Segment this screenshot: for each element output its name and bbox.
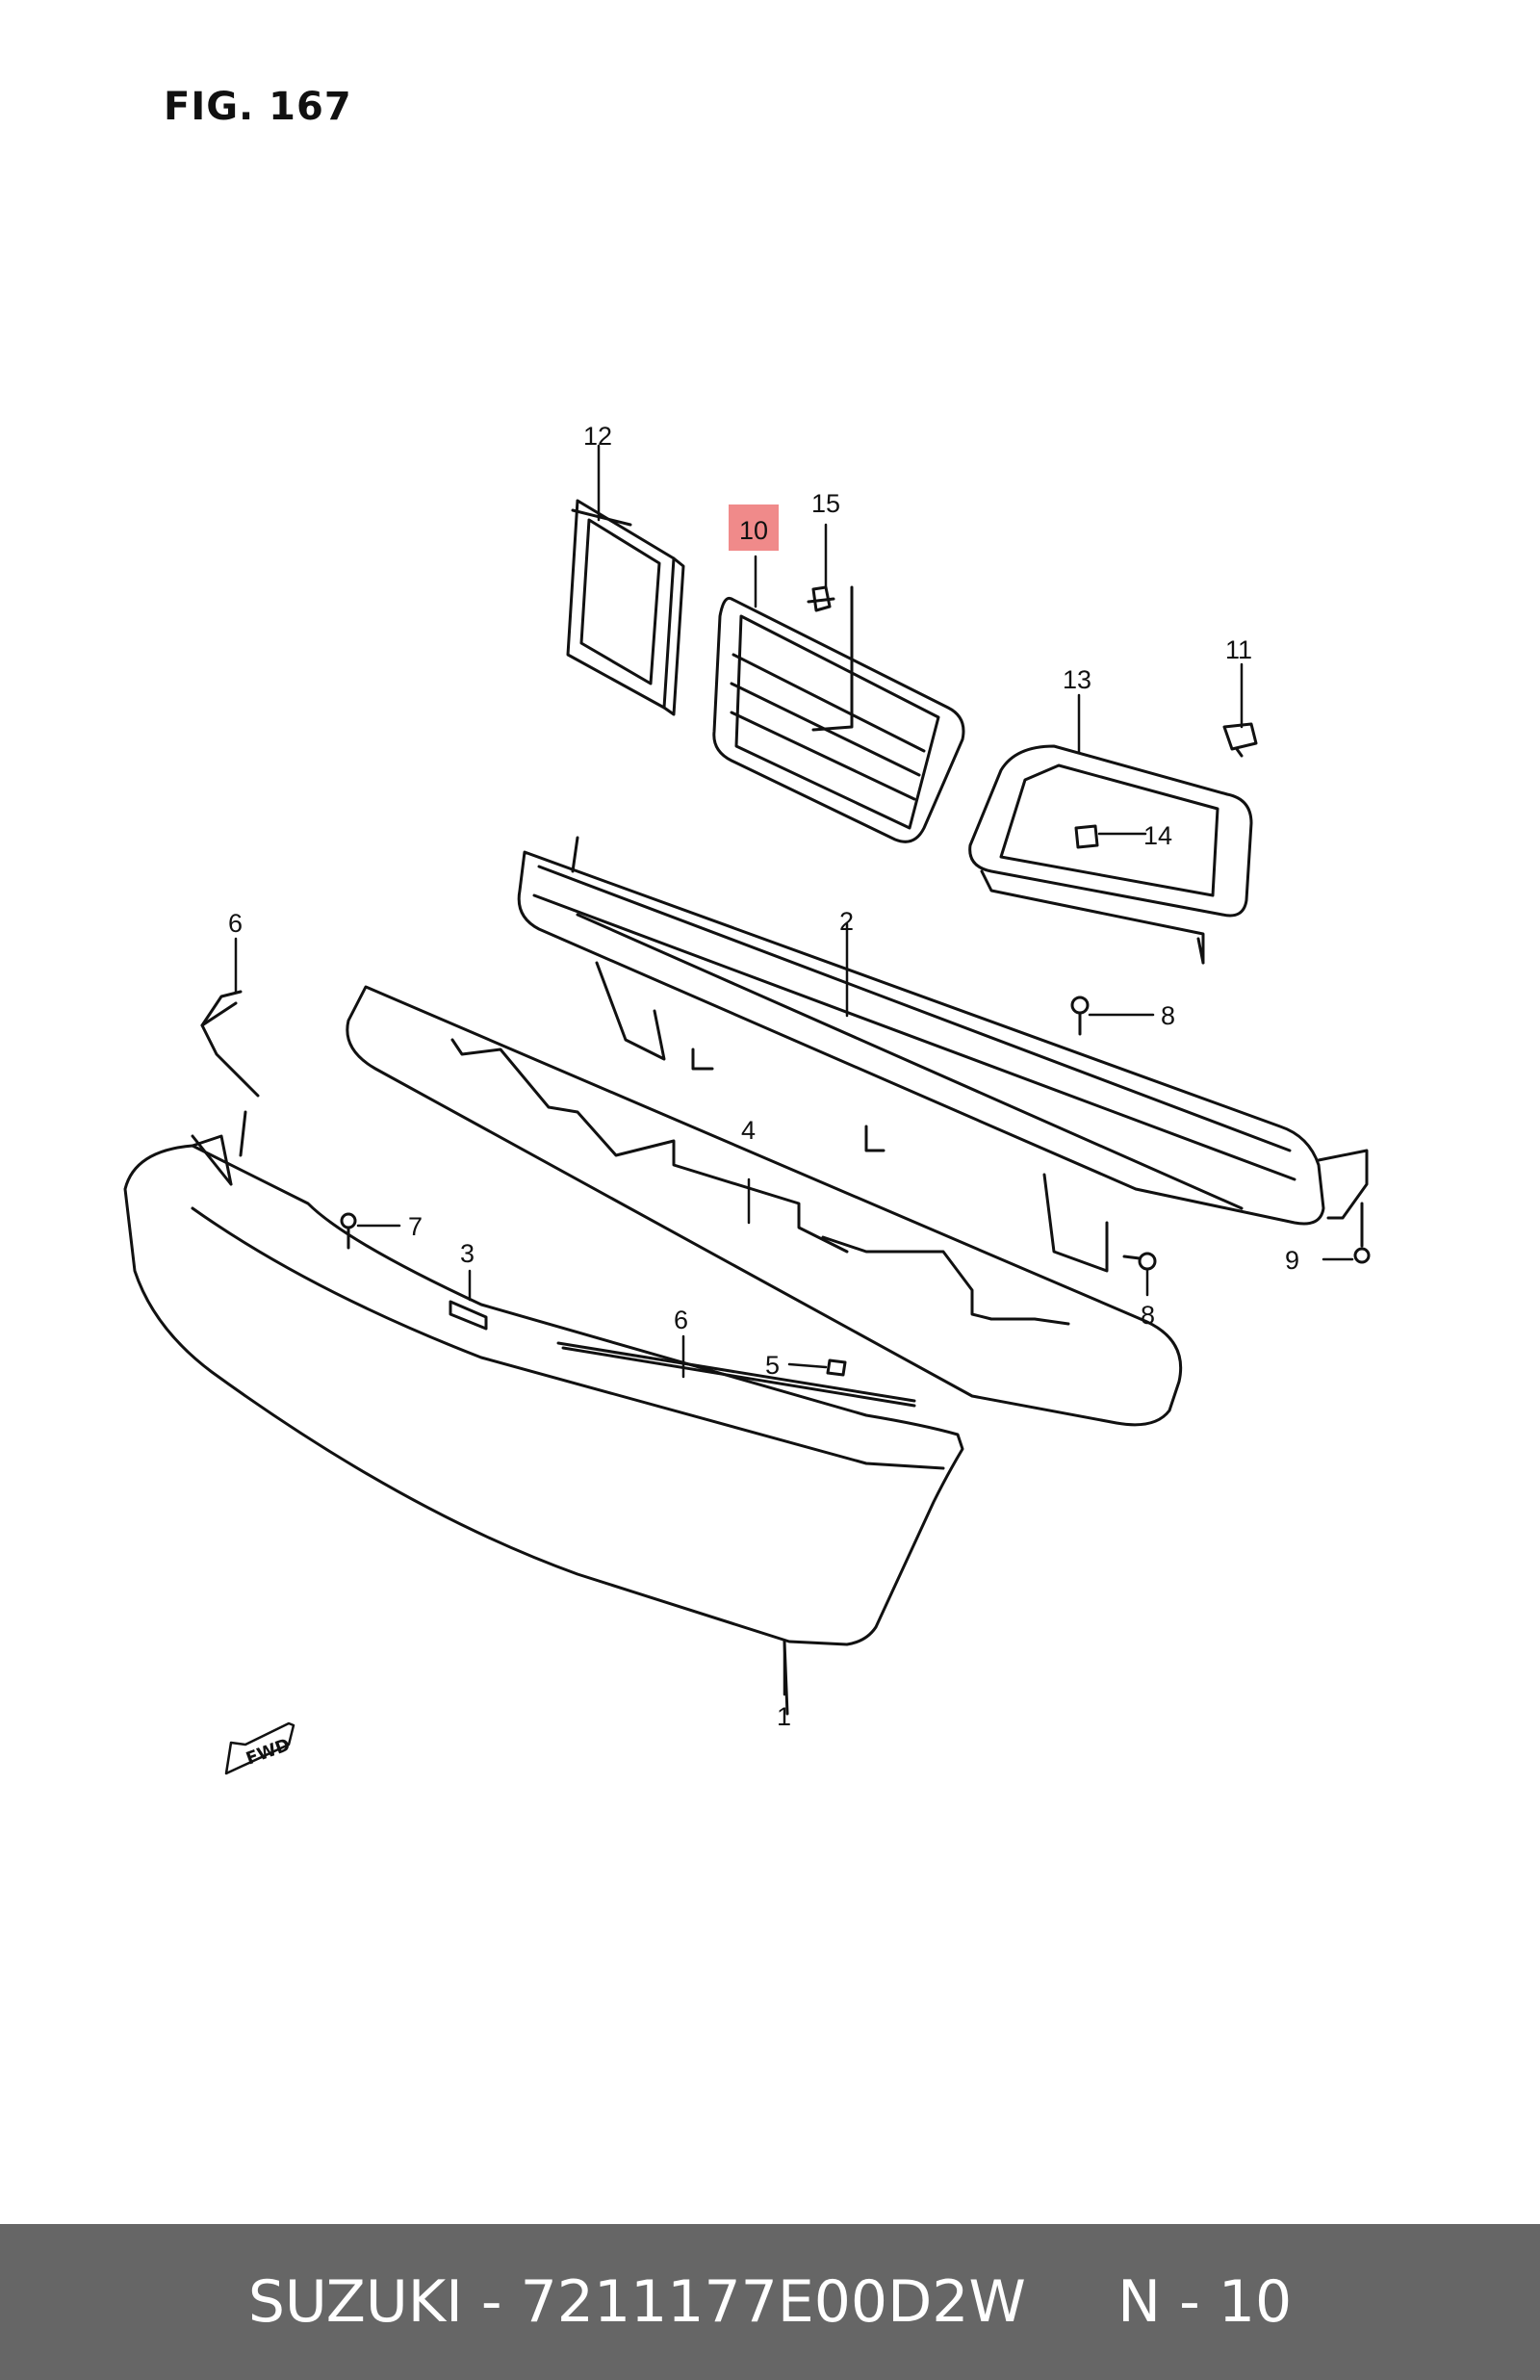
callout-3: 3: [460, 1239, 475, 1268]
figure-title: FIG. 167: [164, 85, 352, 129]
part-5-nut: [826, 1358, 847, 1377]
leader-lines: [234, 444, 1354, 1696]
part-7-screw: [340, 1212, 357, 1250]
callout-8-upper: 8: [1161, 1001, 1175, 1030]
callout-6-lower: 6: [674, 1306, 688, 1334]
callout-10: 10: [739, 516, 768, 545]
part-15-clip: [807, 585, 835, 612]
part-13-headlamp-bezel-right: [968, 744, 1253, 965]
part-10-front-grille: [712, 585, 965, 843]
part-9-screw: [1353, 1202, 1371, 1264]
callout-15: 15: [811, 489, 840, 518]
callout-10-highlight: [729, 504, 779, 551]
part-2-reinforcement: [517, 836, 1369, 1273]
callout-7: 7: [408, 1212, 423, 1241]
callout-14: 14: [1143, 821, 1172, 850]
callout-9: 9: [1285, 1246, 1299, 1275]
callout-2: 2: [839, 907, 854, 936]
part-4-absorber: [346, 985, 1183, 1427]
fwd-arrow-icon: FWD: [224, 1721, 295, 1775]
part-1-bumper-cover: [123, 1110, 964, 1716]
part-number-label: SUZUKI - 7211177E00D2W N - 10: [247, 2268, 1293, 2336]
part-14-fastener: [1074, 824, 1099, 849]
part-8-bolt-lower: [1122, 1252, 1157, 1271]
part-3-plate: [449, 1300, 488, 1331]
part-info-footer: SUZUKI - 7211177E00D2W N - 10: [0, 2224, 1540, 2380]
part-11-fastener: [1222, 722, 1258, 758]
callout-1: 1: [777, 1702, 791, 1731]
callout-13: 13: [1063, 665, 1091, 694]
callout-6-upper: 6: [228, 909, 243, 938]
callout-12: 12: [583, 422, 612, 451]
callout-11: 11: [1225, 635, 1252, 664]
part-12-headlamp-bezel-left: [566, 499, 685, 716]
callout-4: 4: [741, 1116, 756, 1145]
callout-8-lower: 8: [1141, 1301, 1155, 1330]
part-8-bolt-upper: [1070, 996, 1090, 1036]
part-6-molding-upper: [200, 990, 260, 1098]
callout-5: 5: [765, 1351, 780, 1380]
parts-diagram: FWD 1 2 3 4 5 6 6 7 8 8 9 10 11 12 13 14…: [123, 422, 1371, 1775]
